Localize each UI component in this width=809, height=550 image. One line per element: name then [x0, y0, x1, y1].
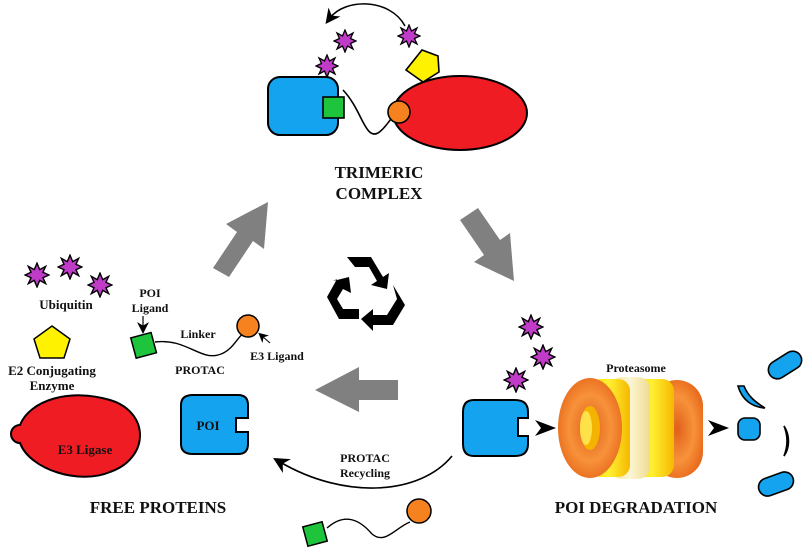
e3-ligand-icon — [236, 314, 260, 338]
recycle-icon — [327, 257, 405, 331]
proteasome — [558, 377, 703, 479]
ubiquitin-icon — [315, 54, 339, 78]
flow-arrowhead — [708, 420, 729, 436]
peptide-fragments — [736, 350, 803, 497]
poi-ligand-icon — [301, 520, 329, 548]
poi-ligand-icon — [129, 331, 158, 360]
fragment — [737, 417, 761, 441]
poi-degradation: Proteasome POI DEGRADATION — [462, 314, 803, 517]
flow-arrowhead — [535, 420, 556, 436]
ubiquitin-icon — [24, 262, 50, 288]
stage-label-trimeric-2: COMPLEX — [336, 184, 424, 203]
ubiquitin-icon — [530, 344, 556, 370]
fragment — [783, 425, 790, 457]
poi-protein — [180, 394, 249, 455]
fragment — [767, 350, 803, 380]
trimeric-complex: TRIMERIC COMPLEX — [267, 3, 528, 203]
legend-e2-label-1: E2 Conjugating — [8, 363, 96, 378]
arrow-to-degradation — [460, 208, 514, 281]
legend-e2-label-2: Enzyme — [30, 378, 75, 393]
legend-linker-label: Linker — [180, 327, 216, 341]
linker-icon — [326, 518, 411, 539]
legend-poi-ligand-label-2: Ligand — [132, 301, 169, 315]
poi-label: POI — [196, 418, 219, 433]
e3-ligase-protein — [10, 394, 141, 478]
pointer-arrow — [258, 332, 271, 344]
e2-enzyme — [404, 49, 440, 83]
arrow-to-free-proteins — [315, 367, 398, 412]
e3-ligase — [392, 75, 528, 151]
legend-ubiquitin-label: Ubiquitin — [39, 297, 93, 312]
ubiquitin-icon — [503, 367, 529, 393]
ubiquitin-icon — [333, 29, 357, 53]
e3-ligand — [387, 100, 411, 124]
transfer-arrow — [325, 3, 406, 27]
ubiquitin-icon — [397, 24, 421, 48]
legend-e3-ligand-label: E3 Ligand — [250, 349, 304, 363]
e2-enzyme-icon — [33, 325, 71, 359]
linker-icon — [154, 333, 244, 357]
stage-label-free-proteins: FREE PROTEINS — [90, 498, 227, 517]
stage-label-degradation: POI DEGRADATION — [555, 498, 718, 517]
poi-ligand — [322, 96, 345, 119]
e3-ligase-label: E3 Ligase — [58, 442, 113, 457]
ubiquitin-icon — [87, 272, 113, 298]
stage-label-trimeric-1: TRIMERIC — [335, 163, 424, 182]
e3-ligand-icon — [406, 498, 432, 524]
poi-protein — [462, 399, 529, 457]
legend-protac-label: PROTAC — [175, 363, 225, 377]
fragment — [757, 471, 795, 497]
proteasome-label: Proteasome — [606, 361, 666, 375]
ubiquitin-icon — [57, 254, 83, 280]
recycling-label-1: PROTAC — [340, 451, 390, 465]
fragment — [736, 385, 766, 409]
cycle-arrows — [213, 202, 514, 412]
free-proteins: POI E3 Ligase FREE PROTEINS — [10, 394, 249, 517]
arrow-to-trimeric — [213, 202, 268, 277]
recycling-arrow — [273, 455, 453, 489]
legend: Ubiquitin E2 Conjugating Enzyme POI Liga… — [8, 254, 304, 393]
ubiquitin-icon — [518, 314, 544, 340]
recycling-label-2: Recycling — [340, 466, 390, 480]
legend-poi-ligand-label-1: POI — [139, 286, 161, 300]
protac-recycling: PROTAC Recycling — [273, 451, 453, 548]
